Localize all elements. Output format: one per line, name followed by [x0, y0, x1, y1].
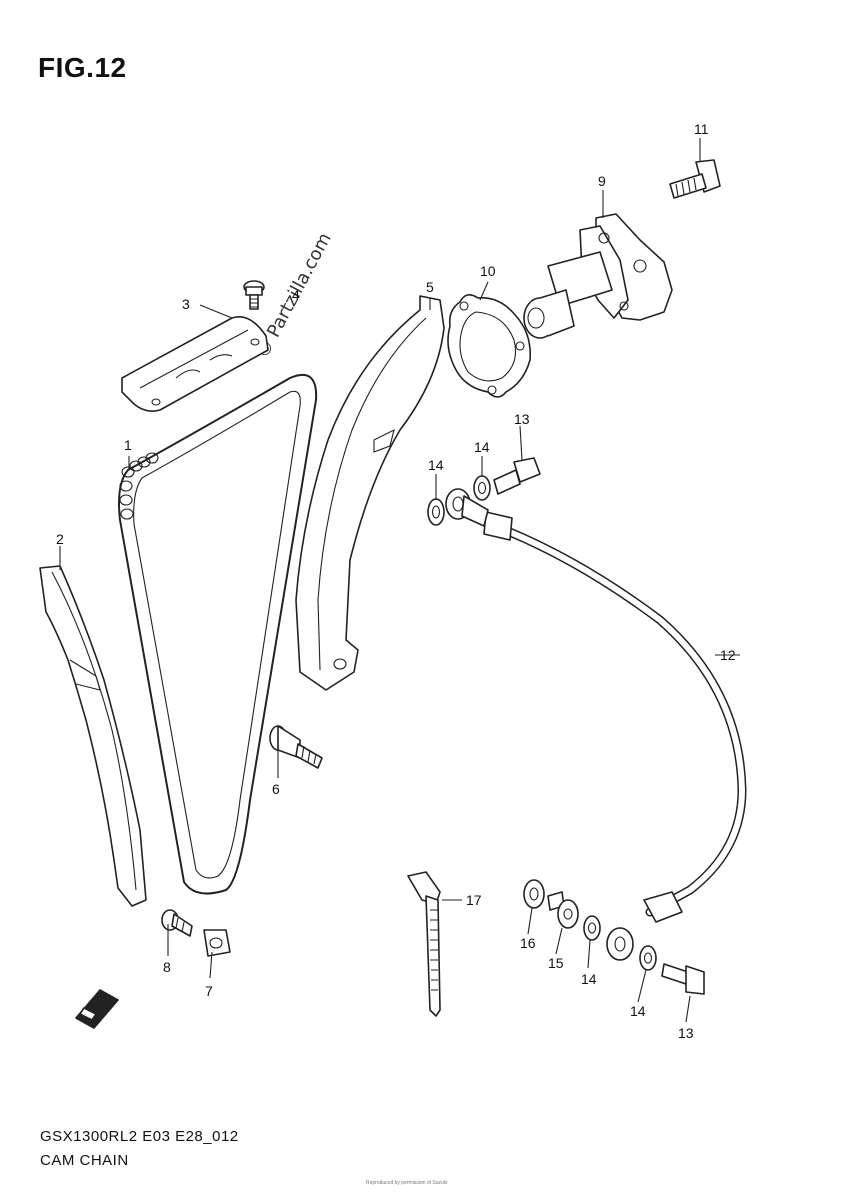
part-8-bolt	[161, 909, 193, 937]
part-14-washer-upper-a	[427, 498, 445, 526]
copyright-note: Reproduced by permission of Suzuki	[366, 1180, 448, 1186]
part-14-washer-lower-b	[639, 945, 657, 971]
callout-2: 2	[56, 531, 64, 547]
part-16-washer	[523, 879, 545, 909]
model-code: GSX1300RL2 E03 E28_012	[40, 1128, 239, 1145]
figure-title: FIG.12	[38, 52, 127, 83]
part-10-gasket	[447, 294, 532, 398]
part-3-chain-guide-plate	[121, 316, 269, 412]
callout-17: 17	[466, 892, 482, 908]
part-17-cable-tie	[407, 871, 441, 1017]
lower-banjo-fitting	[606, 927, 634, 961]
callout-16: 16	[520, 935, 536, 951]
callout-numbers: 1 2 3 4 5 6 7 8 9 10 11 12 13 13 14 14 1…	[56, 121, 736, 1041]
callout-1: 1	[124, 437, 132, 453]
callout-leaders	[59, 138, 740, 1023]
front-direction-arrow-icon	[75, 989, 119, 1029]
part-13-banjo-bolt-lower	[661, 963, 705, 995]
part-9-cam-chain-tensioner	[523, 213, 673, 339]
callout-3: 3	[182, 296, 190, 312]
part-7-washer	[203, 929, 231, 957]
callout-4: 4	[292, 287, 300, 303]
part-12-oil-hose	[483, 511, 747, 923]
callout-5: 5	[426, 279, 434, 295]
part-14-washer-lower-a	[583, 915, 601, 941]
part-2-chain-guide	[39, 565, 147, 907]
diagram-subtitle: CAM CHAIN	[40, 1152, 129, 1169]
part-15-bolt	[547, 891, 579, 929]
part-11-bolt	[669, 159, 721, 199]
callout-13-upper: 13	[514, 411, 530, 427]
part-14-washer-upper-b	[473, 475, 491, 501]
callout-11: 11	[694, 121, 709, 137]
callout-9: 9	[598, 173, 606, 189]
callout-14-upper-b: 14	[474, 439, 490, 455]
part-1-cam-chain	[118, 373, 318, 895]
upper-banjo-fitting	[445, 488, 489, 527]
part-5-tensioner-arm	[295, 295, 445, 691]
callout-6: 6	[272, 781, 280, 797]
callout-15: 15	[548, 955, 564, 971]
callout-14-lower-a: 14	[581, 971, 597, 987]
callout-10: 10	[480, 263, 496, 279]
callout-13-lower: 13	[678, 1025, 694, 1041]
callout-7: 7	[205, 983, 213, 999]
callout-12: 12	[720, 647, 736, 663]
callout-14-upper-a: 14	[428, 457, 444, 473]
part-4-bolt	[243, 280, 265, 310]
callout-14-lower-b: 14	[630, 1003, 646, 1019]
part-13-banjo-bolt-upper	[493, 457, 541, 495]
callout-8: 8	[163, 959, 171, 975]
